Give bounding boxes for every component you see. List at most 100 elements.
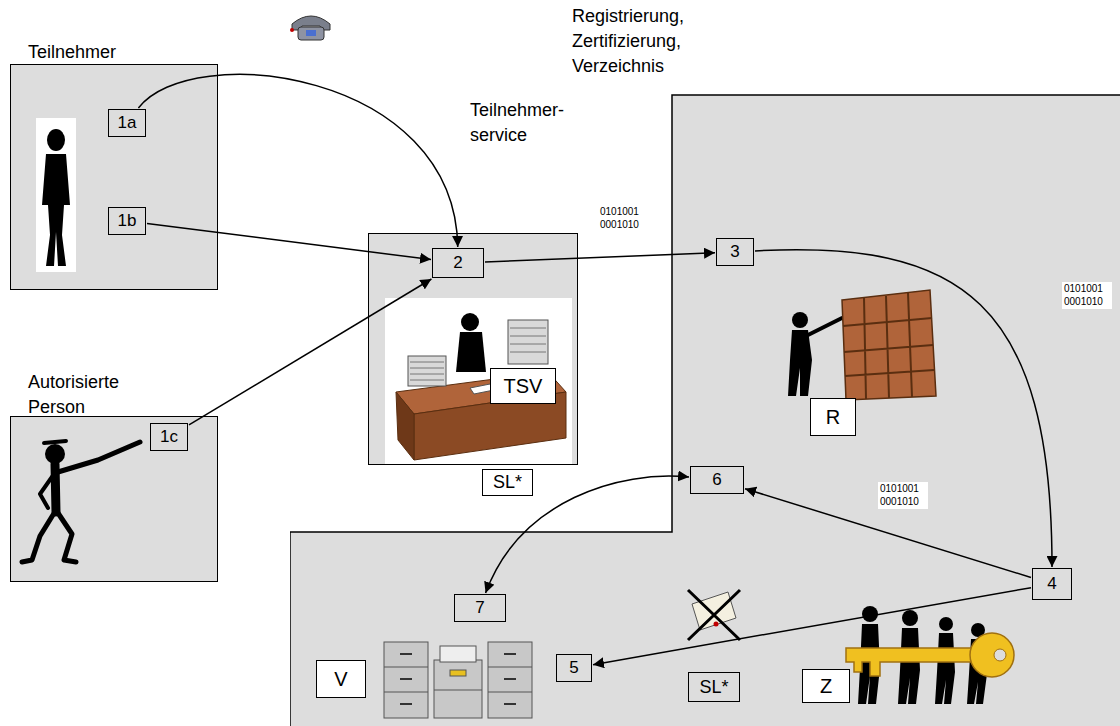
box-label: Z (820, 675, 832, 698)
drawer-handles (400, 654, 412, 704)
box-label: 1c (160, 427, 178, 447)
person-body (935, 633, 955, 704)
drawer-lines (434, 690, 482, 691)
cross-mark (688, 590, 740, 640)
telephone-icon (290, 16, 330, 40)
edge-label: SL* (482, 469, 533, 496)
key-hole (994, 649, 1006, 661)
document-sheet (692, 592, 736, 630)
box-label: 7 (475, 598, 484, 618)
label-box: 6 (690, 466, 744, 494)
label-box: 1a (108, 109, 146, 137)
label-box: 1c (150, 423, 188, 451)
heading-slot: Teilnehmer- service (470, 98, 576, 148)
clerk-head (461, 313, 479, 331)
figure-leg (22, 510, 56, 562)
worker-arm (806, 318, 842, 336)
figure-hat (44, 441, 66, 443)
figure-arm (40, 474, 54, 508)
pointing-figure (22, 441, 140, 562)
data-label-slot: 0101001 0001010 (878, 482, 928, 509)
pigeonhole-illustration (788, 290, 936, 400)
person-head (902, 610, 918, 626)
data-label-slot: 0101001 0001010 (1062, 282, 1112, 309)
paper-lines (510, 328, 546, 352)
heading-slot: Autorisierte Person (28, 370, 158, 420)
figure-head (47, 129, 65, 151)
label-box: TSV (490, 368, 556, 404)
shelf-body (842, 290, 936, 400)
person-head (862, 606, 878, 622)
filing-cabinets (384, 642, 532, 718)
label-box: SL* (688, 672, 740, 702)
clerk-body (456, 332, 486, 372)
telephone-body (298, 27, 324, 40)
connector-arrow (138, 74, 457, 247)
key-team-illustration (846, 606, 1014, 704)
box-label: 1b (118, 211, 137, 231)
connector-arrow (189, 279, 431, 425)
box-label: SL* (699, 677, 728, 698)
box-heading: Autorisierte Person (28, 370, 158, 420)
shelf-grid (843, 293, 934, 399)
printer (440, 646, 476, 662)
box-label: V (334, 668, 347, 691)
connector-arrow (147, 224, 431, 260)
paper-stack (508, 320, 548, 364)
document-seal (714, 622, 719, 627)
figure-background (36, 118, 76, 272)
cabinet (434, 660, 482, 718)
desk-illustration (385, 298, 572, 464)
label-box: 2 (432, 248, 484, 278)
cabinet (488, 642, 532, 718)
telephone-cord (290, 28, 294, 32)
drawer-handles (504, 654, 516, 704)
binary-data-label: 0101001 0001010 (1062, 282, 1112, 309)
printer-slot (450, 670, 466, 676)
telephone-dial (306, 30, 316, 36)
key-shaft (846, 648, 972, 676)
key-bow (970, 633, 1014, 677)
worker-body (788, 330, 812, 396)
binary-data-label: 0101001 0001010 (598, 205, 648, 232)
data-label-slot: 0101001 0001010 (598, 205, 648, 232)
label-box: R (810, 398, 856, 436)
desk-side (396, 392, 414, 460)
desk-background (385, 298, 572, 464)
label-box: 5 (556, 654, 592, 682)
group-box: Autorisierte Person1c (10, 370, 218, 582)
label-box: V (316, 660, 366, 698)
box-label: 6 (712, 470, 721, 490)
heading-slot: Teilnehmer (28, 40, 158, 65)
worker-head (792, 312, 808, 328)
cabinet (384, 642, 428, 718)
connector-arrow (593, 588, 1031, 665)
box-heading: Teilnehmer (28, 40, 158, 65)
label-box: Z (802, 669, 850, 703)
binary-data-label: 0101001 0001010 (878, 482, 928, 509)
participant-figure (36, 118, 76, 272)
desk-front (414, 392, 566, 460)
revoked-document-icon (688, 590, 740, 640)
box-label: 5 (569, 658, 578, 678)
paper-lines (410, 362, 444, 380)
box-heading: Registrierung, Zertifizierung, Verzeichn… (572, 4, 712, 80)
region-shape (290, 95, 1120, 726)
heading-slot: Registrierung, Zertifizierung, Verzeichn… (572, 4, 712, 80)
box-label: R (826, 406, 840, 429)
label-box: 7 (454, 594, 506, 622)
label-box: 4 (1032, 568, 1072, 600)
box-label: 4 (1047, 574, 1056, 594)
box-label: TSV (504, 375, 543, 398)
label-box: 3 (716, 238, 754, 266)
figure-leg (56, 510, 76, 562)
figure-body (42, 154, 70, 266)
person-body (898, 628, 920, 704)
box-label: 1a (118, 113, 137, 133)
connector-arrow (485, 253, 715, 262)
box-label: 3 (730, 242, 739, 262)
paper-stack (408, 356, 446, 386)
edge-label-slot: SL* (482, 469, 533, 496)
label-box: 1b (108, 207, 146, 235)
